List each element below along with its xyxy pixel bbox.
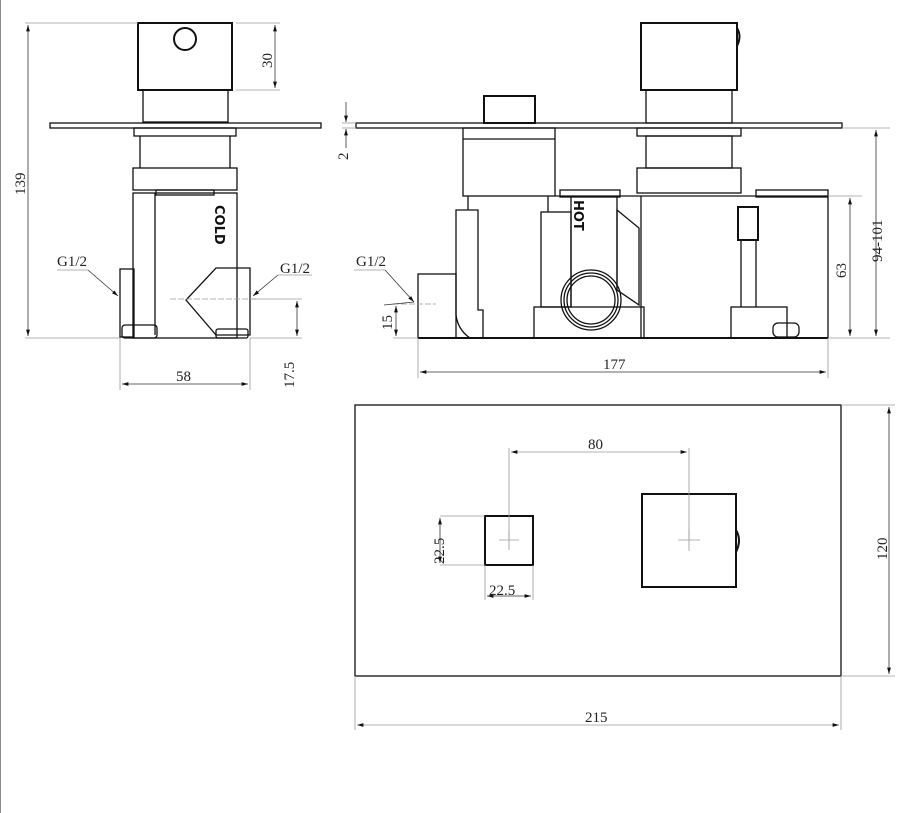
inlet-front-label: G1/2 [356,254,386,270]
dim-total-height: 139 [13,173,29,196]
dim-body-height: 63 [834,263,850,278]
cold-marking: COLD [211,205,226,245]
dim-plate-width: 215 [585,710,608,726]
dim-centre-distance: 80 [588,437,603,453]
dim-inlet-height: 17.5 [282,362,298,388]
hot-marking: HOT [570,200,585,231]
dim-small-knob-width: 22.5 [489,583,515,599]
dim-small-knob-height: 22.5 [432,538,448,564]
side-view: COLD 30 139 58 17.5 G1/2 G1/2 [13,22,322,390]
dim-handle-height: 30 [260,53,276,68]
dim-body-width: 177 [603,357,626,373]
plate-view: 80 22.5 22.5 120 215 [354,404,895,730]
dim-inlet-height-front: 15 [380,315,396,330]
dim-plate-height: 120 [875,538,891,561]
front-view: HOT 2 15 G1/2 177 63 94-101 [336,22,890,378]
dim-width: 58 [176,369,191,385]
page-left-border [0,0,1,813]
inlet-right-label: G1/2 [280,261,310,277]
inlet-left-label: G1/2 [57,254,87,270]
dim-depth-range: 94-101 [870,220,886,263]
dim-plate-thickness: 2 [336,153,352,161]
